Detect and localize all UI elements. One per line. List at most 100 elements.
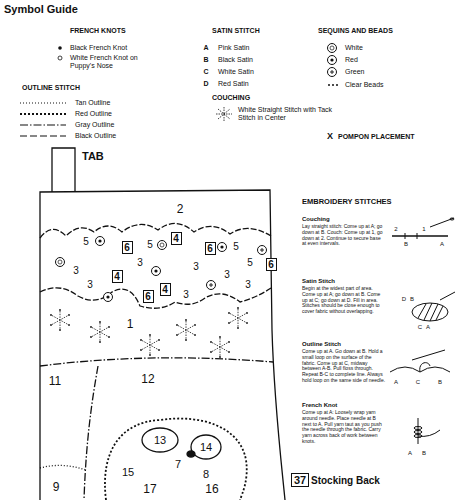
legend-text: POMPON PLACEMENT [338, 133, 415, 140]
region-number: 7 [174, 458, 182, 470]
tab-label: TAB [82, 150, 104, 162]
box-number: 4 [173, 233, 179, 244]
region-number: 3 [182, 289, 190, 300]
stitch-point: C [418, 324, 422, 331]
stitch-point: B [404, 241, 408, 248]
couching-snowflakes [50, 307, 248, 358]
region-number: 5 [82, 236, 90, 247]
section-heading: OUTLINE STITCH [22, 84, 80, 92]
region-number: 16 [204, 483, 219, 496]
region-number: 3 [136, 257, 144, 268]
legend-entry: Green [345, 68, 364, 76]
section-heading: SATIN STITCH [212, 27, 260, 35]
satin-letter: B [203, 56, 208, 64]
boxed-number: 6 [122, 241, 133, 254]
stitch-point: A [394, 379, 398, 386]
region-number: 5 [232, 241, 240, 252]
section-heading: COUCHING [212, 94, 250, 102]
region-number: 5 [246, 257, 254, 268]
stitch-name: Satin Stitch [302, 278, 335, 285]
legend-text: Red [345, 56, 358, 63]
legend-entry: Black French Knot [70, 44, 127, 52]
legend-entry: White [345, 44, 363, 52]
region-number: 14 [199, 441, 213, 453]
legend-entry: POMPON PLACEMENT [338, 133, 415, 141]
stitch-name: French Knot [302, 402, 337, 409]
region-number: 2 [176, 203, 185, 216]
region-number: 11 [48, 375, 62, 388]
legend-text: Tan Outline [75, 99, 110, 106]
legend-entry: Black Satin [218, 56, 253, 64]
stitch-point: 2 [394, 226, 397, 233]
legend-entry: Tan Outline [75, 99, 110, 107]
region-number: 12 [140, 373, 155, 386]
section-heading: FRENCH KNOTS [70, 27, 126, 35]
section-heading: SEQUINS AND BEADS [318, 27, 393, 35]
legend-text: Red Satin [218, 80, 249, 87]
region-number: 17 [142, 483, 157, 496]
region-number: 1 [126, 318, 135, 331]
boxed-number: 4 [160, 283, 171, 296]
box-number: 37 [294, 474, 306, 486]
region-number: 3 [86, 279, 94, 290]
satin-letter: C [203, 68, 208, 76]
box-number: 6 [207, 243, 213, 254]
stitch-illustrations [390, 218, 455, 444]
stitch-instructions: Lay straight stitch: Come up at A; go do… [302, 224, 386, 247]
stitch-point: B [422, 450, 426, 457]
legend-symbols [20, 44, 338, 137]
region-number: 3 [223, 269, 231, 280]
legend-text: White Satin [218, 68, 254, 75]
legend-entry: White French Knot on Puppy's Nose [70, 54, 150, 69]
box-number: 6 [124, 242, 130, 253]
stitch-point: B [410, 296, 414, 303]
legend-text: Clear Beads [345, 81, 384, 88]
stitch-point: A [440, 241, 444, 248]
boxed-number: 6 [205, 242, 216, 255]
legend-entry: Gray Outline [75, 121, 114, 129]
region-number: 5 [146, 239, 154, 250]
boxed-number: 6 [266, 258, 277, 271]
stitch-point: A [408, 450, 412, 457]
legend-text: White [345, 44, 363, 51]
legend-text: Black Satin [218, 56, 253, 63]
satin-letter: D [203, 80, 208, 88]
stitch-point: C [416, 379, 420, 386]
legend-text: Red Outline [75, 110, 112, 117]
pompon-mark: X [327, 132, 333, 142]
legend-text: Gray Outline [75, 121, 114, 128]
legend-entry: White Satin [218, 68, 254, 76]
satin-letter: A [203, 44, 208, 52]
legend-text: Green [345, 68, 364, 75]
region-number: 3 [192, 261, 200, 272]
legend-text: White Straight Stitch with Tack Stitch i… [238, 106, 332, 121]
box-number: 6 [145, 291, 151, 302]
stitch-point: A [426, 324, 430, 331]
region-number: 8 [202, 468, 210, 480]
stitch-instructions: Come up at A. Go down at B. Hold a small… [302, 349, 386, 384]
stitch-instructions: Come up at A: Loosely wrap yarn around n… [302, 410, 386, 445]
sequin-marks [56, 237, 267, 302]
legend-entry: White Straight Stitch with Tack Stitch i… [238, 106, 333, 121]
stitch-instructions: Begin at the widest part of area. Come u… [302, 286, 386, 315]
stocking-outline [40, 148, 285, 500]
boxed-number: 6 [143, 290, 154, 303]
region-number: 3 [72, 265, 80, 276]
legend-entry: Pink Satin [218, 44, 250, 52]
boxed-number: 4 [171, 232, 182, 245]
box-number: 4 [114, 271, 120, 282]
guide-title: Symbol Guide [4, 3, 78, 15]
legend-entry: Black Outline [75, 132, 116, 140]
legend-text: Pink Satin [218, 44, 250, 51]
box-number: 6 [268, 259, 274, 270]
box-caption: Stocking Back [311, 475, 380, 487]
stitch-name: Couching [302, 216, 330, 223]
legend-entry: Clear Beads [345, 81, 384, 89]
legend-entry: Red Outline [75, 110, 112, 118]
legend-entry: Red [345, 56, 358, 64]
legend-text: Black French Knot [70, 44, 127, 51]
boxed-number: 37Stocking Back [291, 473, 309, 487]
stitch-point: 1 [422, 226, 425, 233]
